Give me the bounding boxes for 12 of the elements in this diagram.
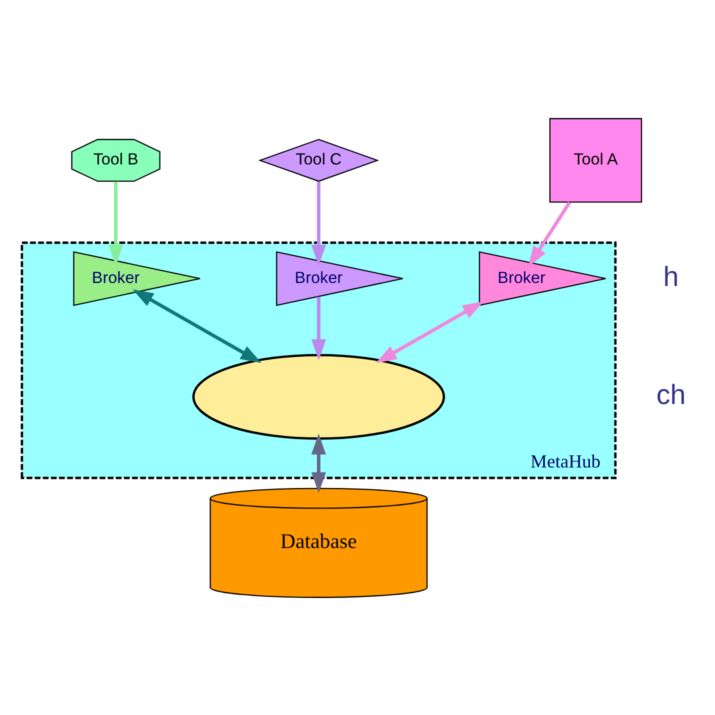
node-diamond: Tool C [258, 138, 380, 182]
arrow [311, 296, 326, 360]
arrow [376, 300, 484, 363]
arrow [528, 200, 572, 266]
arrow [311, 433, 326, 493]
label: ch [656, 378, 686, 410]
label: h [663, 260, 679, 292]
arrow [311, 181, 326, 266]
arrow [108, 181, 124, 266]
node-box: Tool A [549, 118, 642, 202]
node-ellipse [192, 353, 446, 440]
arrow [132, 288, 262, 362]
